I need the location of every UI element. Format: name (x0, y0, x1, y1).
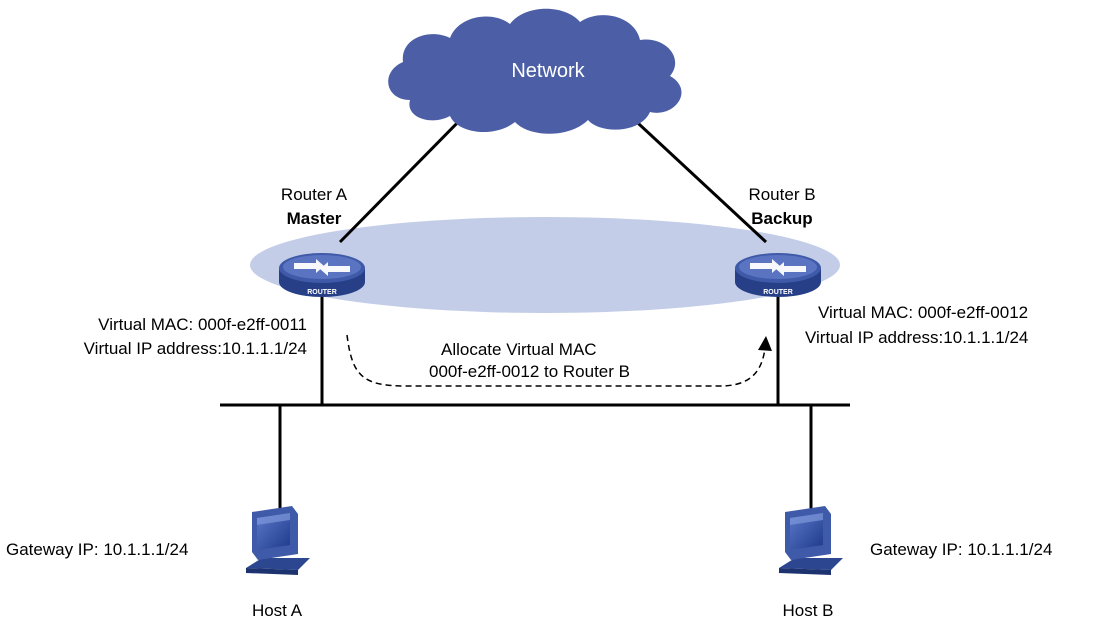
network-label: Network (511, 60, 585, 82)
link-router-a-network (338, 110, 470, 244)
router-a-virtual-mac: Virtual MAC: 000f-e2ff-0011 (98, 315, 307, 334)
router-a-device-text: ROUTER (307, 289, 337, 296)
allocation-label-line2: 000f-e2ff-0012 to Router B (429, 362, 630, 381)
router-b-virtual-mac: Virtual MAC: 000f-e2ff-0012 (818, 303, 1028, 322)
host-a-name: Host A (252, 601, 303, 620)
allocation-arrowhead (758, 336, 772, 351)
router-a-icon: ROUTER (279, 253, 365, 297)
allocation-label-line1: Allocate Virtual MAC (441, 340, 597, 359)
router-a-virtual-ip: Virtual IP address:10.1.1.1/24 (84, 339, 307, 358)
router-b-name: Router B (748, 185, 815, 204)
host-b-gateway: Gateway IP: 10.1.1.1/24 (870, 540, 1052, 559)
router-a-name: Router A (281, 185, 348, 204)
router-b-icon: ROUTER (735, 253, 821, 297)
host-b-computer-icon (779, 506, 843, 575)
vrrp-group-ellipse (250, 217, 840, 313)
router-arrows-icon (294, 259, 350, 276)
host-a-computer-icon (246, 506, 310, 575)
router-b-role: Backup (751, 209, 812, 228)
host-b-name: Host B (782, 601, 833, 620)
router-b-virtual-ip: Virtual IP address:10.1.1.1/24 (805, 328, 1028, 347)
link-router-b-network (624, 110, 768, 244)
host-a-gateway: Gateway IP: 10.1.1.1/24 (6, 540, 188, 559)
router-b-device-text: ROUTER (763, 289, 793, 296)
router-a-role: Master (287, 209, 342, 228)
router-arrows-icon (750, 259, 806, 276)
network-cloud: Network (388, 8, 682, 134)
